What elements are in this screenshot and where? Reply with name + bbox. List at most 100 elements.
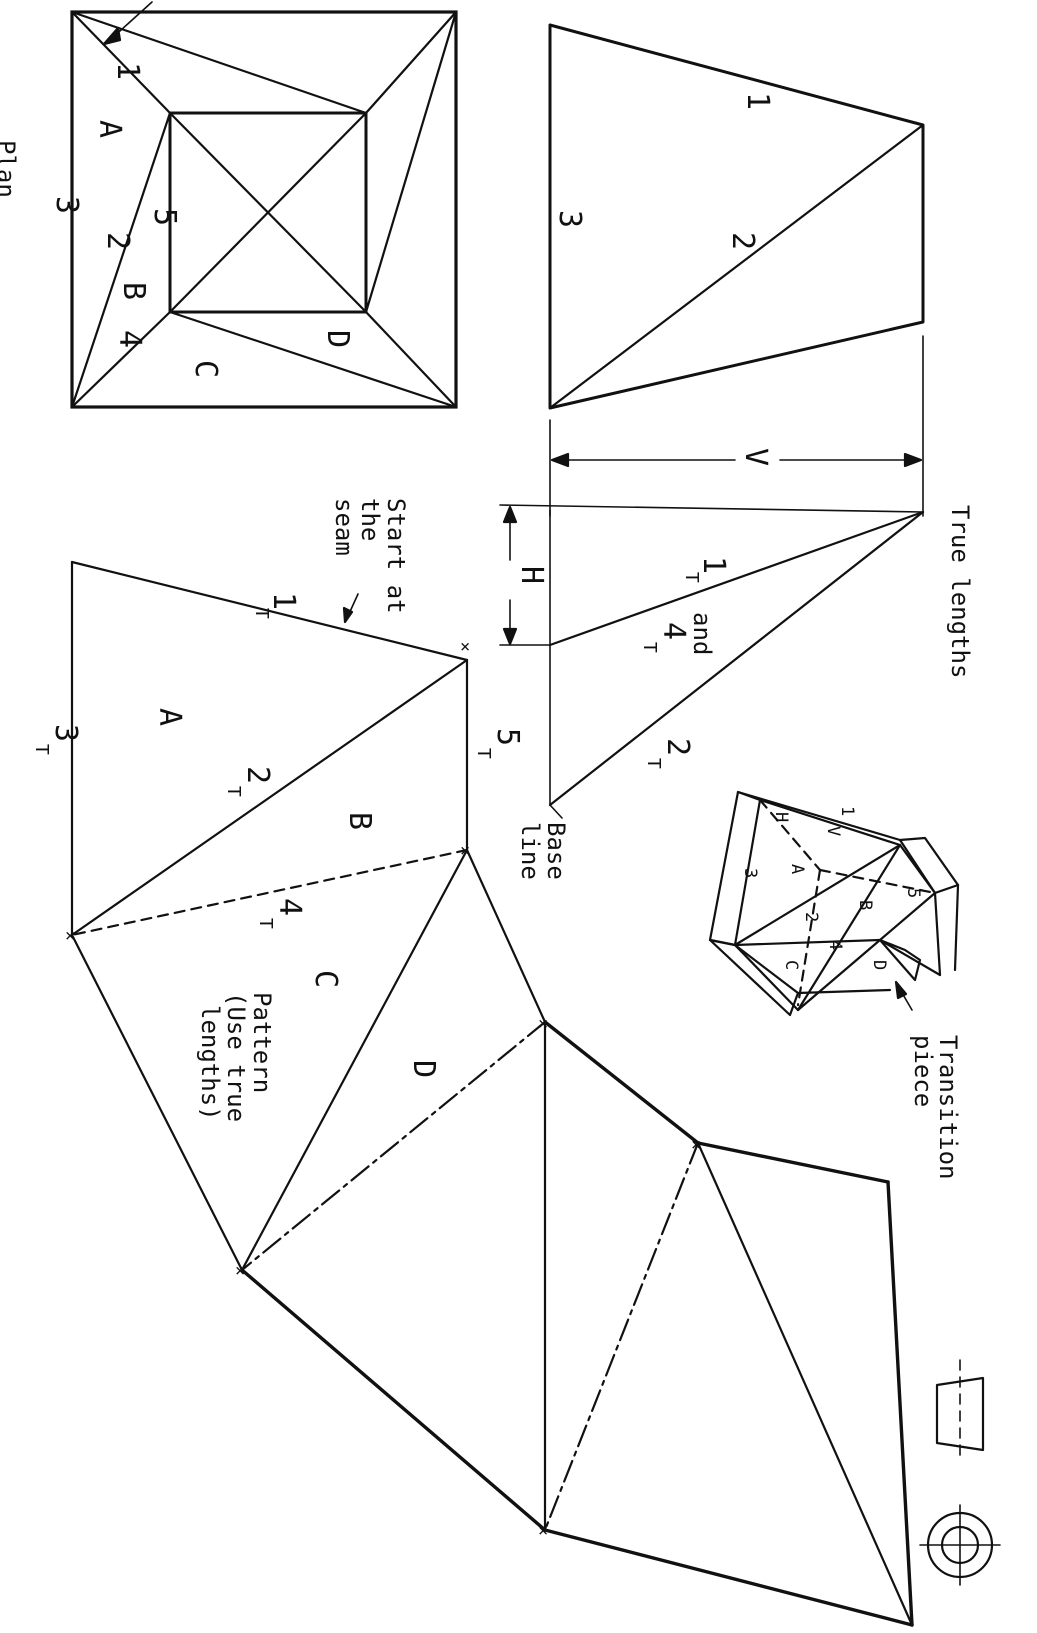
pattern-label-5t-sub: T: [473, 748, 494, 759]
h-arrowhead: [502, 505, 518, 524]
iso-label-H: H: [771, 812, 791, 822]
pattern-edge: [240, 848, 469, 1272]
pattern-caption-2: (Use true: [222, 992, 250, 1122]
true-label-4t-sub: T: [639, 642, 660, 653]
pattern-2t: [70, 658, 469, 937]
plan-label-4: 4: [112, 330, 147, 348]
pattern-edge: [240, 1020, 547, 1272]
pattern-mark-x: ×: [235, 1261, 245, 1281]
pattern-mark-x: ×: [460, 637, 470, 657]
pattern-label-D: D: [406, 1060, 441, 1078]
true-label-1t: 1: [696, 556, 731, 574]
pattern-label-4t: 4: [272, 898, 307, 916]
transition-label-1: Transition: [934, 1035, 962, 1180]
base-line-label-2: line: [516, 822, 544, 880]
elevation-label-1: 1: [740, 92, 775, 110]
plan-label-D: D: [320, 330, 355, 348]
plan-label-5: 5: [147, 208, 182, 226]
plan-seam-arrowhead: [102, 26, 122, 46]
plan-line: [364, 10, 458, 314]
elevation-label-3: 3: [552, 210, 587, 228]
projection-trapezoid: [935, 1376, 985, 1452]
iso-right-flange: [878, 938, 922, 982]
pattern-label-3t-sub: T: [31, 744, 52, 755]
elevation-label-2: 2: [725, 232, 760, 250]
pattern-development: × × × × × × × 1 T A 3 T 5 T 2 T B 4 T C …: [31, 498, 914, 1627]
iso-edge: [898, 843, 937, 895]
pattern-label-B: B: [342, 812, 377, 830]
true-lengths-title: True lengths: [946, 505, 974, 678]
pattern-mark-x: ×: [538, 1521, 548, 1541]
start-seam-label-2: the: [356, 498, 384, 541]
iso-bottom-flange: [708, 938, 800, 1017]
v-arrowhead: [903, 452, 923, 468]
pattern-mark-x: ×: [538, 1014, 548, 1034]
iso-label-A: A: [787, 864, 807, 874]
iso-edge: [736, 790, 902, 842]
pattern-label-5t: 5: [490, 728, 525, 746]
iso-edge: [758, 798, 902, 847]
iso-label-B: B: [855, 900, 875, 910]
iso-top-flange-edge: [933, 891, 942, 977]
pattern-label-4t-sub: T: [255, 918, 276, 929]
pattern-edge: [465, 848, 547, 1024]
start-seam-label-3: seam: [330, 498, 358, 556]
elevation-view: 1 2 3 V: [548, 23, 925, 517]
iso-line-2: [733, 843, 902, 947]
iso-line-5: [818, 868, 937, 895]
pattern-label-C: C: [308, 970, 343, 988]
plan-corner-edge: [364, 10, 458, 115]
plan-label-2: 2: [100, 232, 135, 250]
plan-corner-edge: [70, 310, 172, 409]
elevation-line-2: [548, 123, 925, 410]
true-lengths-diagram: H 1 T and 4 T 2 T True lengths Base line: [499, 504, 974, 880]
pattern-edge: [70, 933, 244, 1272]
projection-symbol: [919, 1359, 1001, 1586]
plan-label-3: 3: [49, 196, 84, 214]
plan-line-4: [168, 310, 458, 409]
iso-label-3: 3: [740, 868, 760, 878]
iso-edge: [878, 938, 942, 977]
pattern-edge: [696, 1141, 914, 1627]
plan-title: Plan: [0, 140, 20, 198]
elevation-outline: [548, 23, 925, 410]
iso-line-4: [758, 798, 822, 872]
pattern-label-2t: 2: [240, 766, 275, 784]
plan-line-1: [70, 10, 368, 115]
plan-label-B: B: [116, 282, 151, 300]
true-length-1t-4t: [548, 510, 925, 647]
iso-label-5: 5: [903, 888, 923, 898]
plan-label-A: A: [92, 120, 127, 138]
true-length-2t: [548, 510, 925, 807]
plan-outer-square: [70, 10, 458, 409]
true-label-2t: 2: [660, 738, 695, 756]
iso-label-2: 2: [801, 912, 821, 922]
true-label-and: and: [688, 612, 716, 655]
plan-diagonal: [168, 111, 368, 314]
pattern-4t: [70, 848, 469, 937]
iso-edge: [796, 938, 882, 1012]
plan-inner-square: [168, 111, 368, 314]
pattern-label-3t: 3: [48, 724, 83, 742]
pattern-edge: [240, 1268, 547, 1532]
v-label: V: [738, 448, 773, 466]
pattern-edge: [543, 1020, 700, 1145]
pattern-mark-x: ×: [460, 841, 470, 861]
plan-view: 1 A 3 5 2 B 4 C D Plan: [0, 1, 458, 409]
v-arrowhead: [550, 452, 570, 468]
pattern-caption-3: lengths): [196, 1005, 224, 1121]
h-label: H: [514, 566, 549, 584]
base-line-pointer: [549, 804, 563, 819]
true-label-2t-sub: T: [643, 758, 664, 769]
plan-label-C: C: [188, 360, 223, 378]
iso-edge: [878, 891, 937, 942]
pattern-edge: [543, 1141, 700, 1532]
pattern-label-1t: 1: [266, 592, 301, 610]
pattern-caption-1: Pattern: [248, 992, 276, 1093]
pattern-1t: [70, 560, 469, 662]
plan-label-1: 1: [110, 62, 145, 80]
iso-edge: [796, 988, 892, 995]
iso-edge: [733, 943, 800, 1012]
plan-line-2: [70, 111, 172, 409]
pattern-edge: [543, 1528, 914, 1627]
